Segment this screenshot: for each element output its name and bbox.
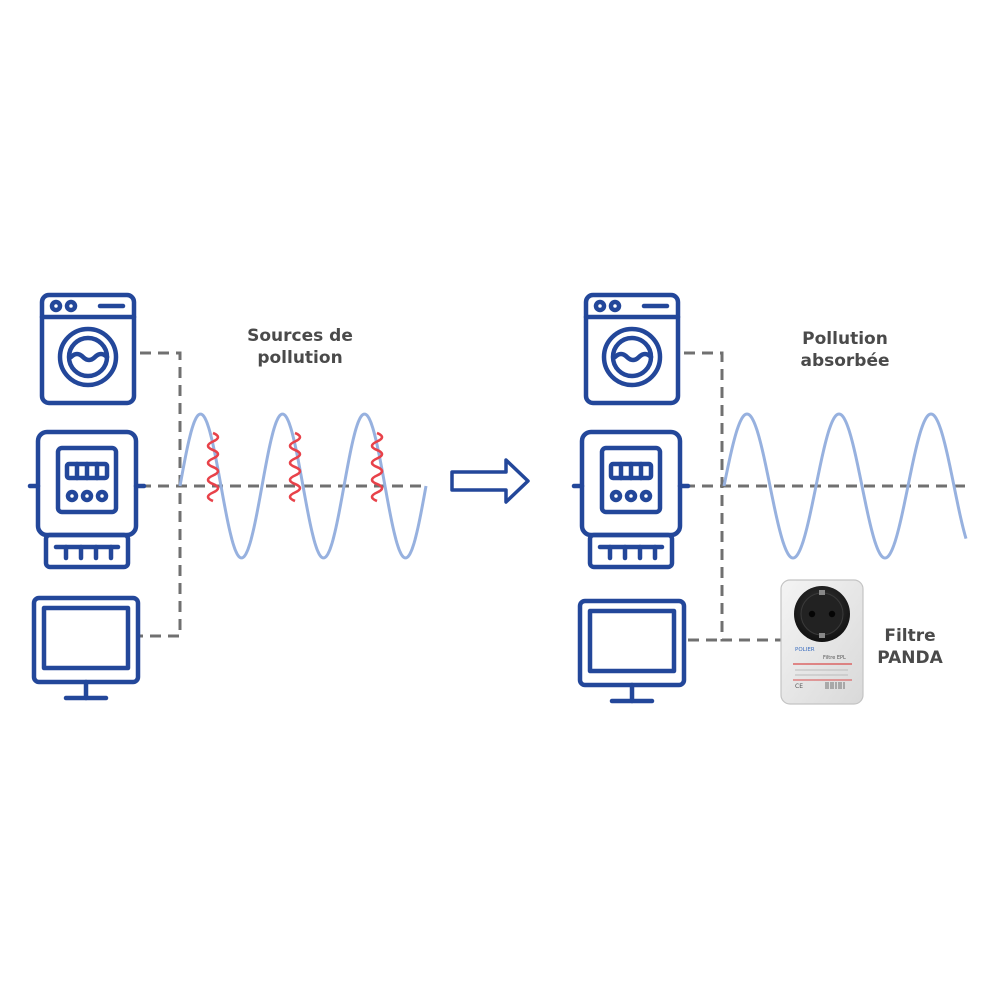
device-brand-text: POLIER [795, 647, 815, 653]
right-panel: POLIER Filtre EPL CE [571, 292, 968, 705]
barcode-icon [825, 682, 845, 689]
left-wiring-dashed-line [140, 351, 425, 638]
left-panel-label: Sources de pollution [230, 325, 370, 369]
device-ce-mark: CE [795, 683, 803, 690]
noise-squiggle [288, 431, 302, 503]
left-panel [27, 292, 428, 701]
right-sine-wave [722, 412, 968, 560]
noise-squiggle [206, 431, 220, 503]
noise-squiggle [370, 431, 384, 503]
label-line-1: Filtre [884, 626, 936, 646]
filter-label: Filtre PANDA [865, 625, 955, 669]
electricity-meter-icon [27, 429, 147, 570]
washing-machine-icon [39, 292, 137, 406]
monitor-icon [577, 598, 687, 704]
right-wiring-dashed-line [684, 351, 965, 642]
label-line-1: Sources de [247, 326, 353, 346]
panda-filter-device: POLIER Filtre EPL CE [780, 579, 864, 705]
left-noise-squiggles [206, 431, 384, 503]
label-line-2: absorbée [800, 351, 890, 371]
transition-arrow-icon [450, 458, 530, 504]
label-line-2: pollution [257, 348, 343, 368]
electricity-meter-icon [571, 429, 691, 570]
left-sine-wave [178, 412, 428, 560]
washing-machine-icon [583, 292, 681, 406]
device-model-text: Filtre EPL [823, 655, 846, 661]
label-line-1: Pollution [802, 329, 888, 349]
monitor-icon [31, 595, 141, 701]
right-panel-label: Pollution absorbée [775, 328, 915, 372]
label-line-2: PANDA [877, 648, 943, 668]
